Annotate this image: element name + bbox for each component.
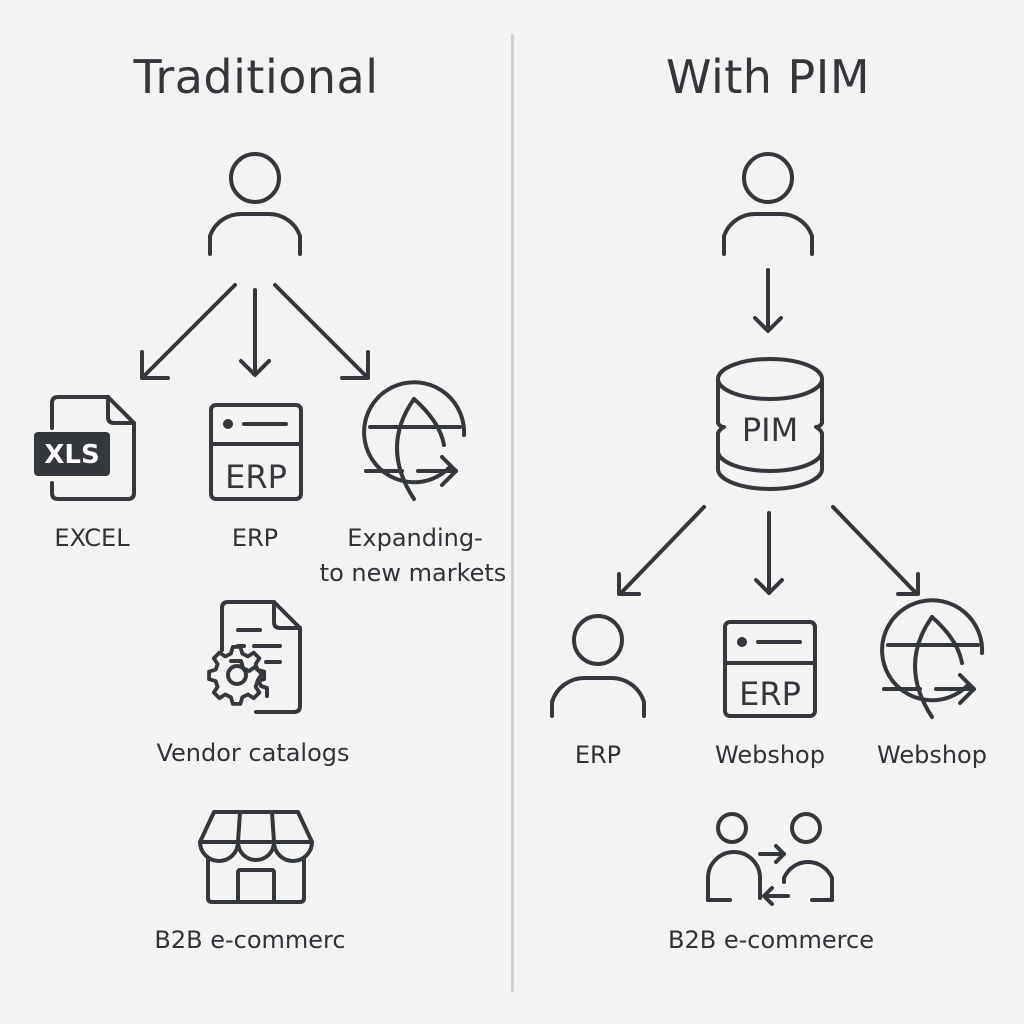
- user-icon: [550, 614, 646, 718]
- traditional-title: Traditional: [133, 50, 379, 104]
- with-pim-title: With PIM: [665, 50, 871, 104]
- excel-label: EXCEL: [54, 524, 130, 552]
- arrow-to-webshop-globe: [831, 505, 920, 596]
- erp-server-icon: ERP: [209, 403, 303, 501]
- b2b-ecommerce-label: B2B e-commerce: [668, 926, 874, 954]
- webshop-globe-label: Webshop: [877, 741, 987, 769]
- column-divider: [511, 34, 514, 992]
- pim-hub-label: PIM: [742, 411, 798, 449]
- vendor-catalogs-label: Vendor catalogs: [156, 739, 350, 767]
- erp-badge: ERP: [225, 458, 287, 496]
- globe-arrow-icon: [362, 380, 467, 501]
- document-gear-icon: [207, 600, 302, 714]
- database-icon: PIM: [716, 357, 824, 491]
- user-exchange-icon: [706, 812, 834, 906]
- xls-file-icon: XLS: [34, 395, 136, 501]
- b2b-ecommerc-label: B2B e-commerc: [154, 926, 346, 954]
- erp-label: ERP: [231, 524, 279, 552]
- arrow-to-erp-user: [617, 505, 706, 596]
- erp-badge-right: ERP: [739, 675, 801, 713]
- erp-server-icon: ERP: [723, 620, 817, 718]
- user-icon: [208, 152, 302, 256]
- arrow-to-erp: [239, 288, 271, 377]
- expanding-label-line1: Expanding-: [347, 524, 483, 552]
- user-icon: [722, 152, 814, 256]
- webshop-label: Webshop: [715, 741, 825, 769]
- globe-arrow-icon: [880, 598, 985, 719]
- arrow-to-webshop: [754, 511, 784, 595]
- arrow-to-markets: [273, 283, 370, 380]
- arrow-to-pim: [753, 268, 783, 333]
- xls-badge: XLS: [44, 440, 99, 470]
- storefront-icon: [198, 810, 314, 904]
- expanding-label-line2: to new markets: [319, 559, 507, 587]
- erp-target-label: ERP: [574, 741, 622, 769]
- arrow-to-excel: [140, 283, 237, 380]
